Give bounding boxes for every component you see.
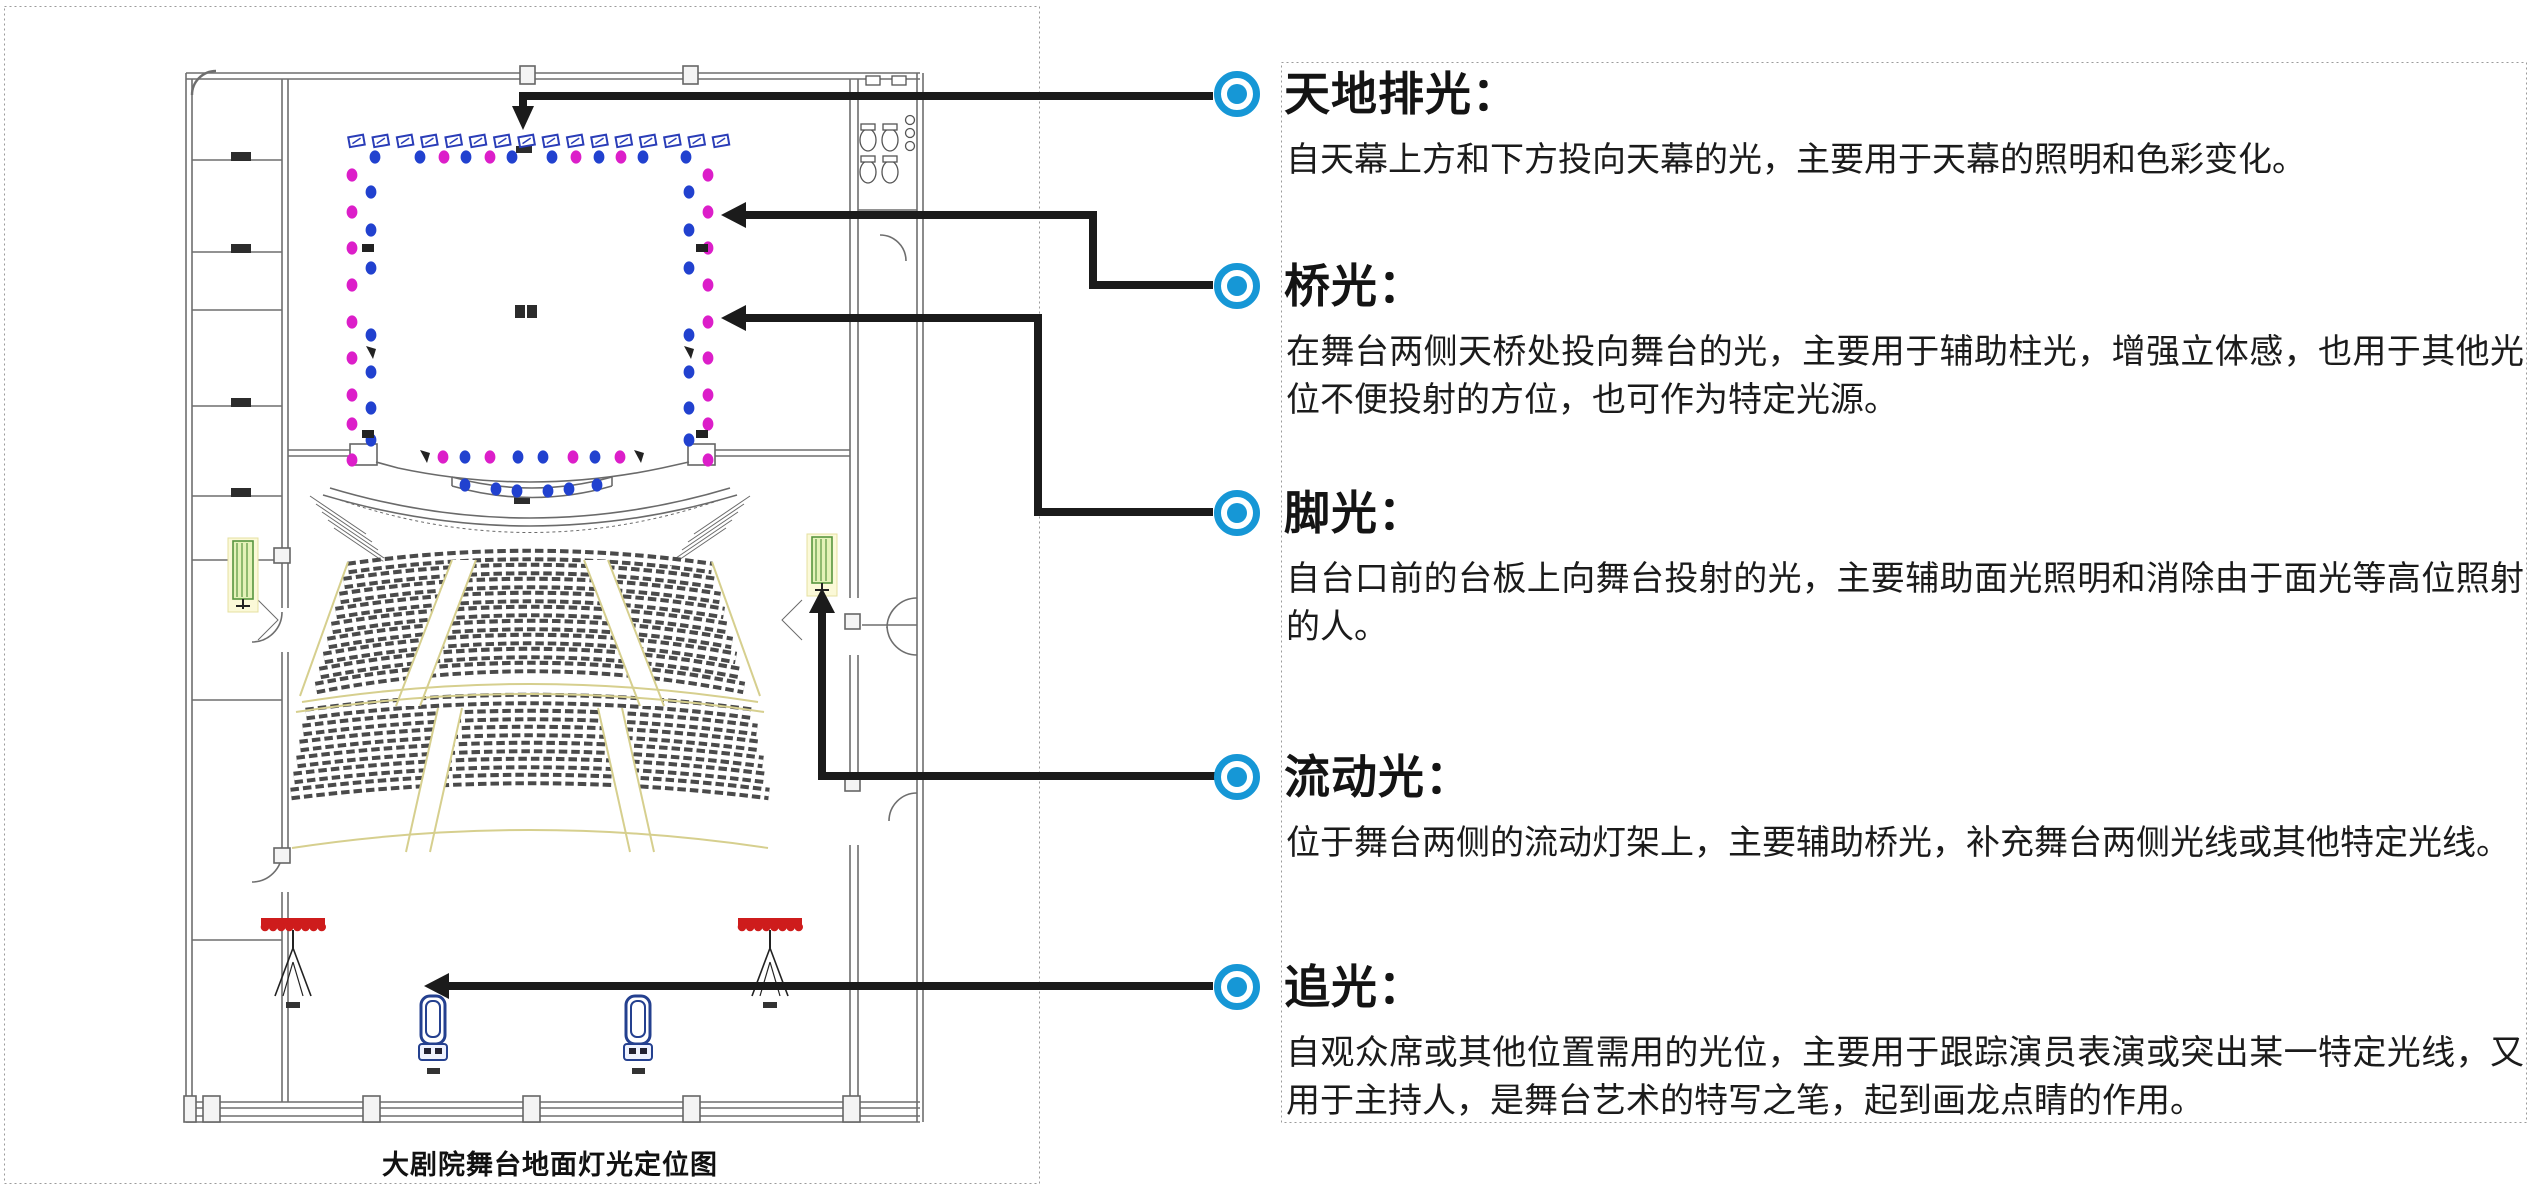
- arrow-left-icon: [721, 202, 746, 228]
- bullet-dot-icon: [1227, 977, 1247, 997]
- annotation-heading: 脚光：: [1284, 487, 1425, 539]
- room-label-marks: [231, 146, 537, 504]
- left-panel-dotted-border: [4, 6, 1040, 1184]
- lamp-position-dots: [346, 150, 714, 498]
- floor-plan-title: 大剧院舞台地面灯光定位图: [382, 1150, 718, 1180]
- bullet-dot-icon: [1227, 767, 1247, 787]
- aisle-lines: [291, 559, 769, 853]
- annotation-body: 自天幕上方和下方投向天幕的光，主要用于天幕的照明和色彩变化。: [1286, 141, 2306, 179]
- arrow-down-icon: [512, 106, 534, 130]
- annotation-follow-spot: 追光： 自观众席或其他位置需用的光位，主要用于跟踪演员表演或突出某一特定光线，又…: [1214, 959, 2526, 1125]
- stage-apron: [257, 461, 803, 641]
- bullet-icon: [1214, 71, 1260, 117]
- arrow-up-icon: [809, 588, 835, 613]
- bullet-icon: [1214, 263, 1260, 309]
- top-light-fixture-row: [347, 133, 731, 149]
- annotation-body: 在舞台两侧天桥处投向舞台的光，主要用于辅助柱光，增强立体感，也用于其他光位不便投…: [1286, 333, 2524, 419]
- arrow-left-icon: [424, 973, 449, 999]
- leader-sky-row-light: [519, 92, 1213, 112]
- right-panel-dotted-border: [1281, 62, 2527, 1123]
- light-stands-and-followspots: [227, 533, 838, 1074]
- bullet-icon: [1214, 964, 1260, 1010]
- leader-bridge-light: [745, 211, 1213, 289]
- annotation-body: 自观众席或其他位置需用的光位，主要用于跟踪演员表演或突出某一特定光线，又用于主持…: [1286, 1034, 2524, 1120]
- bullet-dot-icon: [1227, 276, 1247, 296]
- annotation-heading: 桥光：: [1284, 260, 1425, 312]
- annotation-body: 自台口前的台板上向舞台投射的光，主要辅助面光照明和消除由于面光等高位照射的人。: [1286, 560, 2524, 646]
- leader-mobile-light: [818, 612, 1215, 780]
- annotation-heading: 天地排光：: [1284, 68, 1519, 120]
- annotation-heading: 流动光：: [1284, 751, 1472, 803]
- annotation-sky-row-light: 天地排光： 自天幕上方和下方投向天幕的光，主要用于天幕的照明和色彩变化。: [1214, 66, 2526, 184]
- audience-seating-rows: [290, 548, 770, 801]
- bullet-icon: [1214, 754, 1260, 800]
- annotation-mobile-light: 流动光： 位于舞台两侧的流动灯架上，主要辅助桥光，补充舞台两侧光线或其他特定光线…: [1214, 749, 2526, 867]
- annotation-heading: 追光：: [1284, 961, 1425, 1013]
- bullet-dot-icon: [1227, 84, 1247, 104]
- bullet-icon: [1214, 490, 1260, 536]
- arrow-left-icon: [721, 305, 746, 331]
- building-walls: [185, 69, 924, 1123]
- bullet-dot-icon: [1227, 503, 1247, 523]
- annotation-foot-light: 脚光： 自台口前的台板上向舞台投射的光，主要辅助面光照明和消除由于面光等高位照射…: [1214, 485, 2526, 651]
- leader-arrowheads: [424, 106, 835, 999]
- leader-foot-light: [744, 314, 1213, 516]
- annotation-bridge-light: 桥光： 在舞台两侧天桥处投向舞台的光，主要用于辅助柱光，增强立体感，也用于其他光…: [1214, 258, 2526, 424]
- annotation-body: 位于舞台两侧的流动灯架上，主要辅助桥光，补充舞台两侧光线或其他特定光线。: [1286, 824, 2510, 862]
- wall-columns: [183, 65, 861, 1123]
- annex-fixtures: [859, 75, 916, 184]
